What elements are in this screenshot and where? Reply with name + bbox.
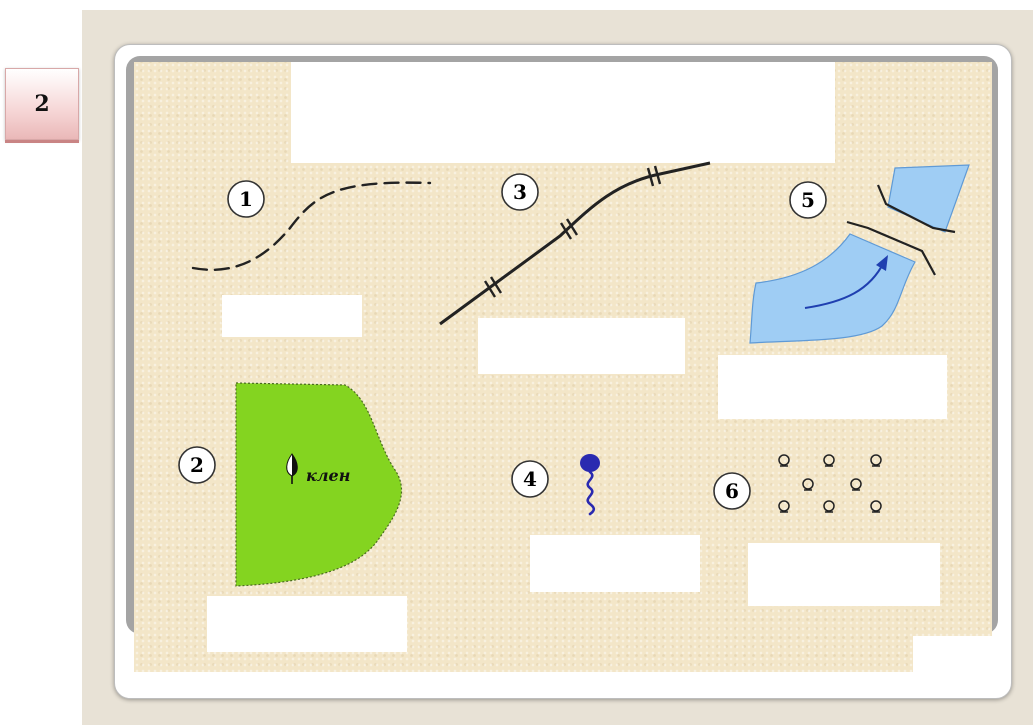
shrub-icon [779,455,789,466]
number-circle-2: 2 [179,447,215,483]
number-4: 4 [523,467,537,491]
number-circle-6: 6 [714,473,750,509]
number-6: 6 [725,479,739,503]
shrub-icons [779,455,881,512]
shrub-icon [779,501,789,512]
shrub-icon [871,501,881,512]
river-upper-symbol [888,165,969,232]
sign-5: 5 [750,165,969,343]
shrub-icon [824,501,834,512]
sign-4: 4 [512,454,600,514]
shrub-icon [803,479,813,490]
number-circle-1: 1 [228,181,264,217]
number-circle-3: 3 [502,174,538,210]
tree-species-label: клен [306,466,350,485]
number-1: 1 [239,187,253,211]
shrub-icon [871,455,881,466]
spring-icon [580,454,600,514]
shrub-icon [851,479,861,490]
sign-3: 3 [440,163,710,324]
sign-6: 6 [714,455,881,512]
sign-1: 1 [193,181,430,270]
number-circle-5: 5 [790,182,826,218]
number-2: 2 [190,453,204,477]
number-5: 5 [801,188,815,212]
shrub-icon [824,455,834,466]
number-3: 3 [513,180,527,204]
river-symbol [750,234,915,343]
railway-symbol [440,163,710,324]
sign-2: 2 клен [179,383,402,586]
number-circle-4: 4 [512,461,548,497]
